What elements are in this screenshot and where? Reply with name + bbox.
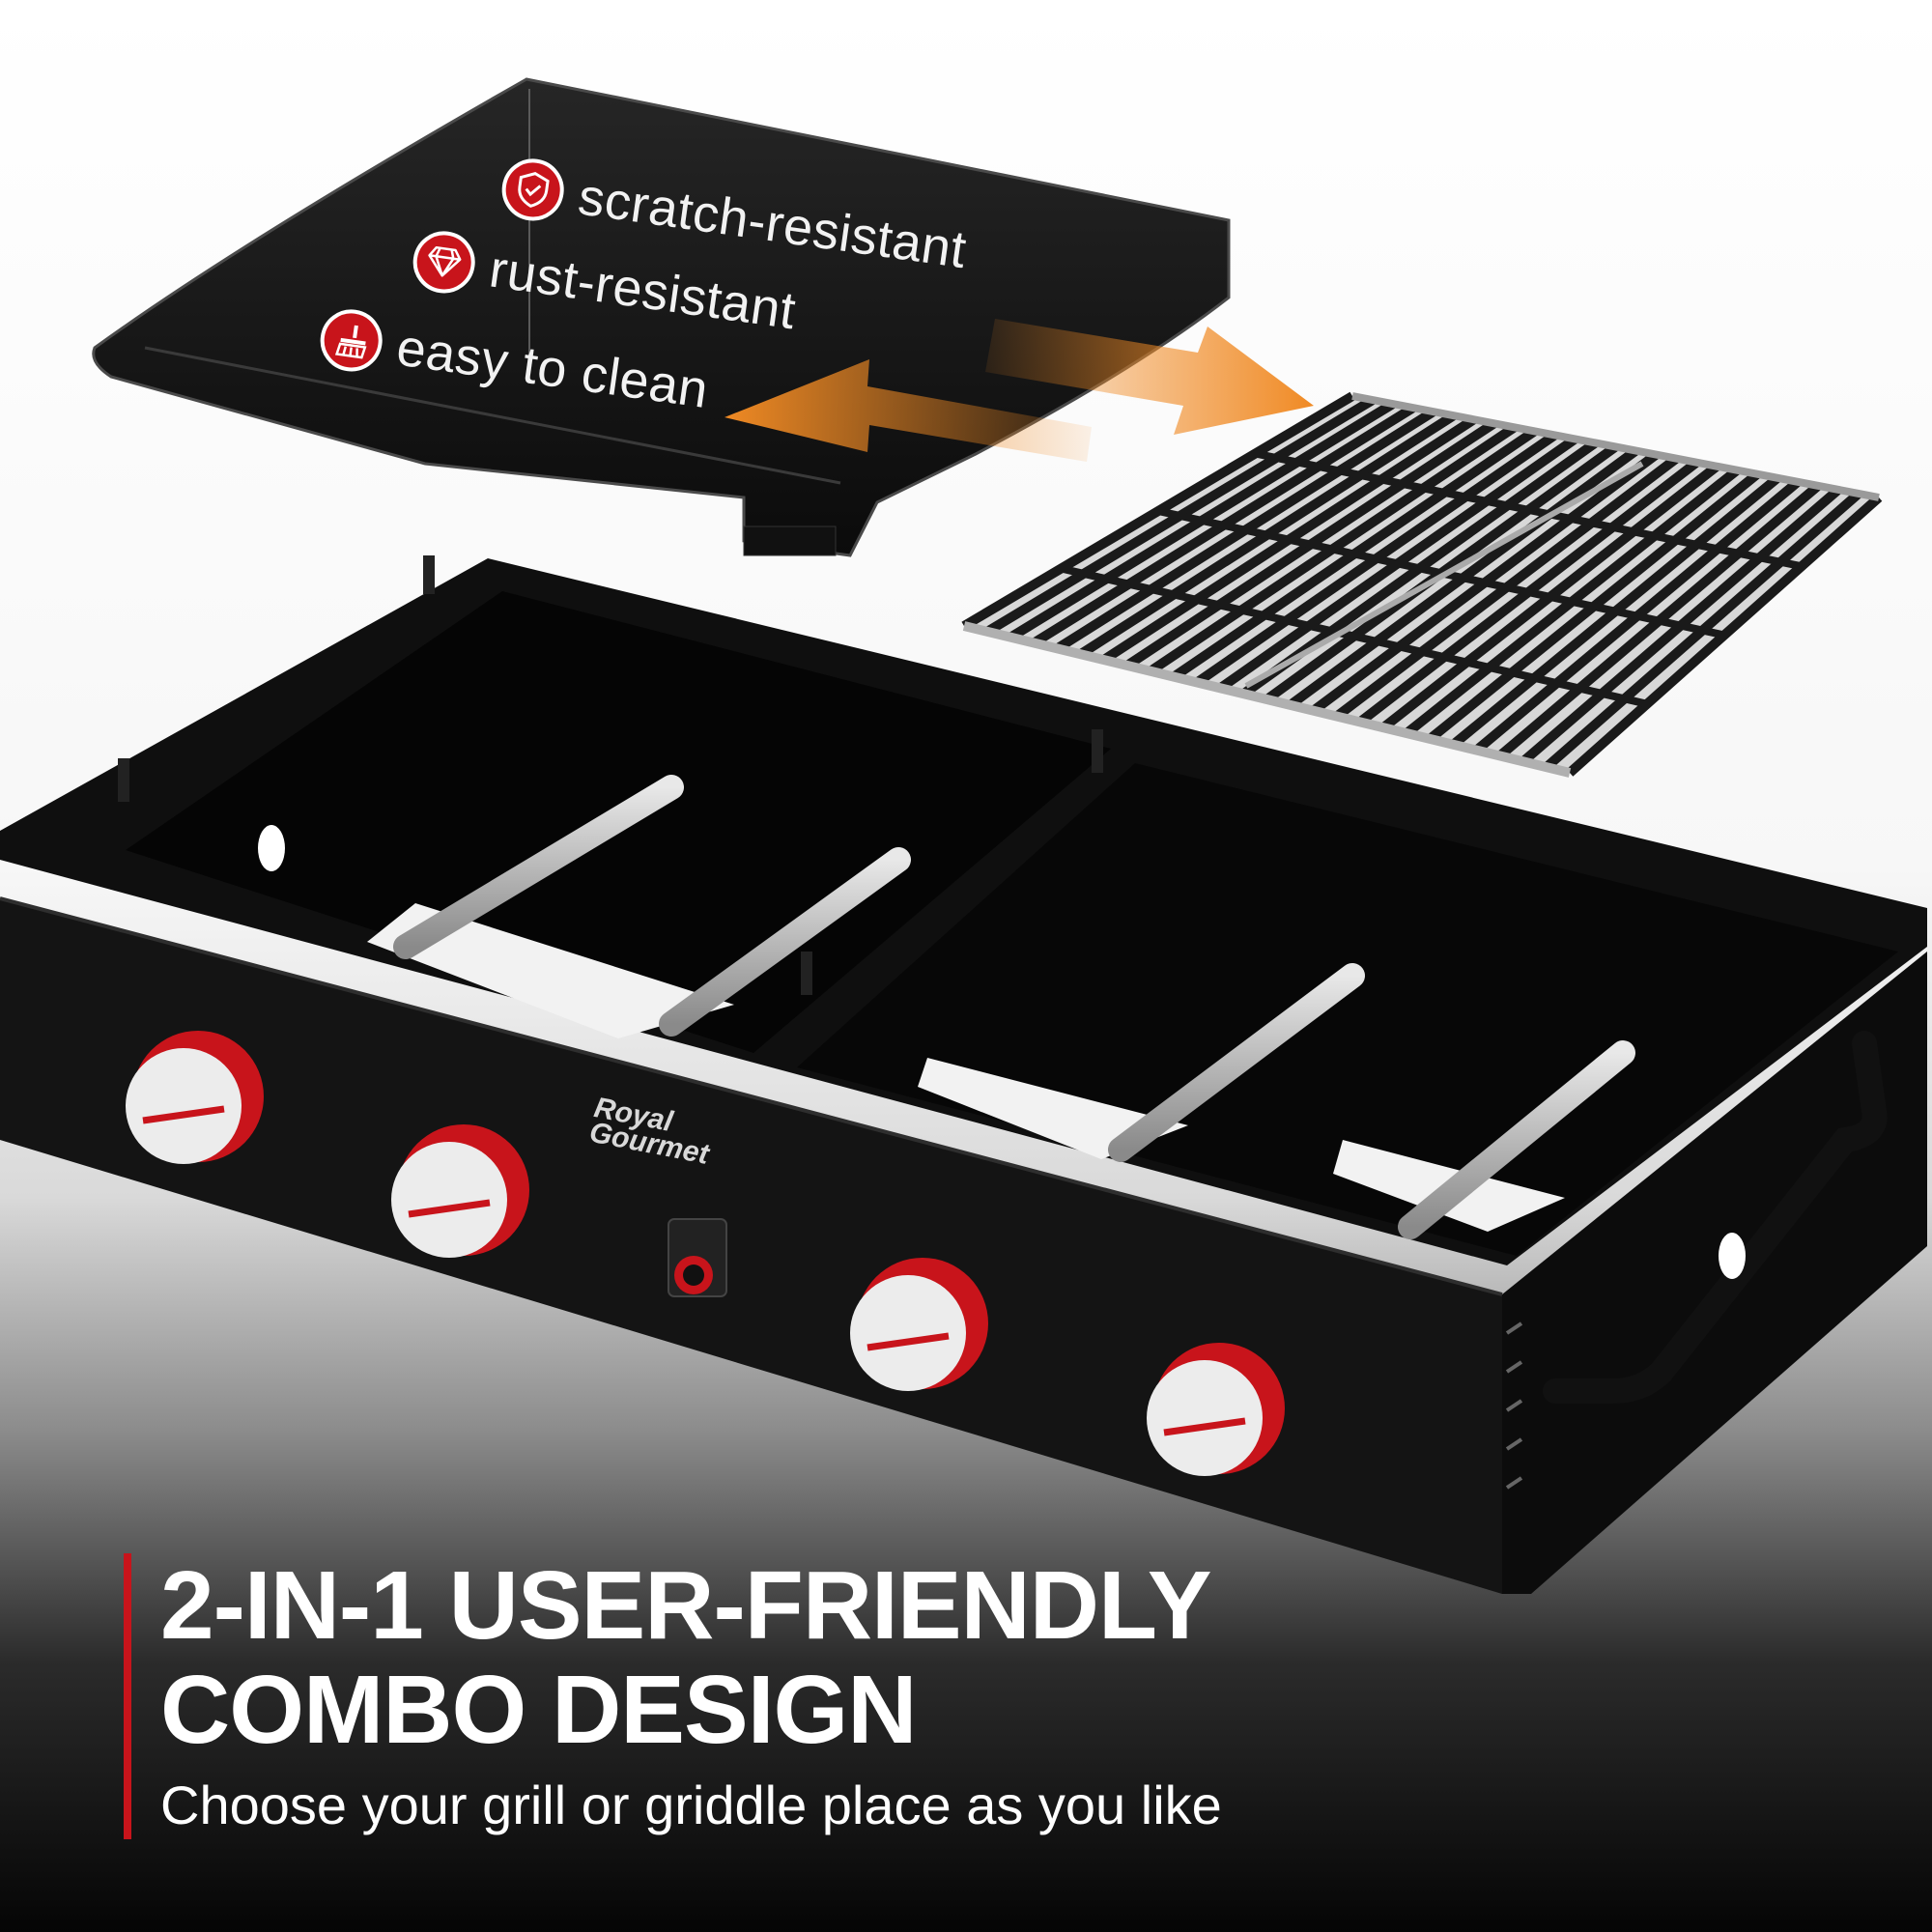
grate-crossbar	[1060, 564, 1648, 708]
headline-block: 2-IN-1 USER-FRIENDLY COMBO DESIGN Choose…	[124, 1553, 1222, 1839]
control-knobs	[126, 1031, 1285, 1476]
feature-scratch-resistant: scratch-resistant	[497, 155, 971, 281]
cleaning-brush-icon	[316, 305, 386, 376]
knob-2	[391, 1124, 529, 1258]
knob-1	[126, 1031, 264, 1164]
headline-line-2: COMBO DESIGN	[160, 1656, 917, 1764]
shield-check-icon	[497, 155, 568, 225]
subheadline: Choose your grill or griddle place as yo…	[160, 1775, 1222, 1835]
feature-easy-to-clean: easy to clean	[316, 305, 713, 421]
swap-arrows	[724, 319, 1314, 462]
grill-grate	[961, 391, 1883, 778]
grill-body	[0, 555, 1927, 1594]
igniter-button	[668, 1218, 727, 1297]
diamond-icon	[409, 227, 479, 298]
feature-rust-resistant: rust-resistant	[409, 227, 800, 342]
knob-3	[850, 1258, 988, 1391]
knob-4	[1147, 1343, 1285, 1476]
headline-line-1: 2-IN-1 USER-FRIENDLY	[160, 1551, 1212, 1660]
grate-crossbar	[1254, 449, 1803, 571]
